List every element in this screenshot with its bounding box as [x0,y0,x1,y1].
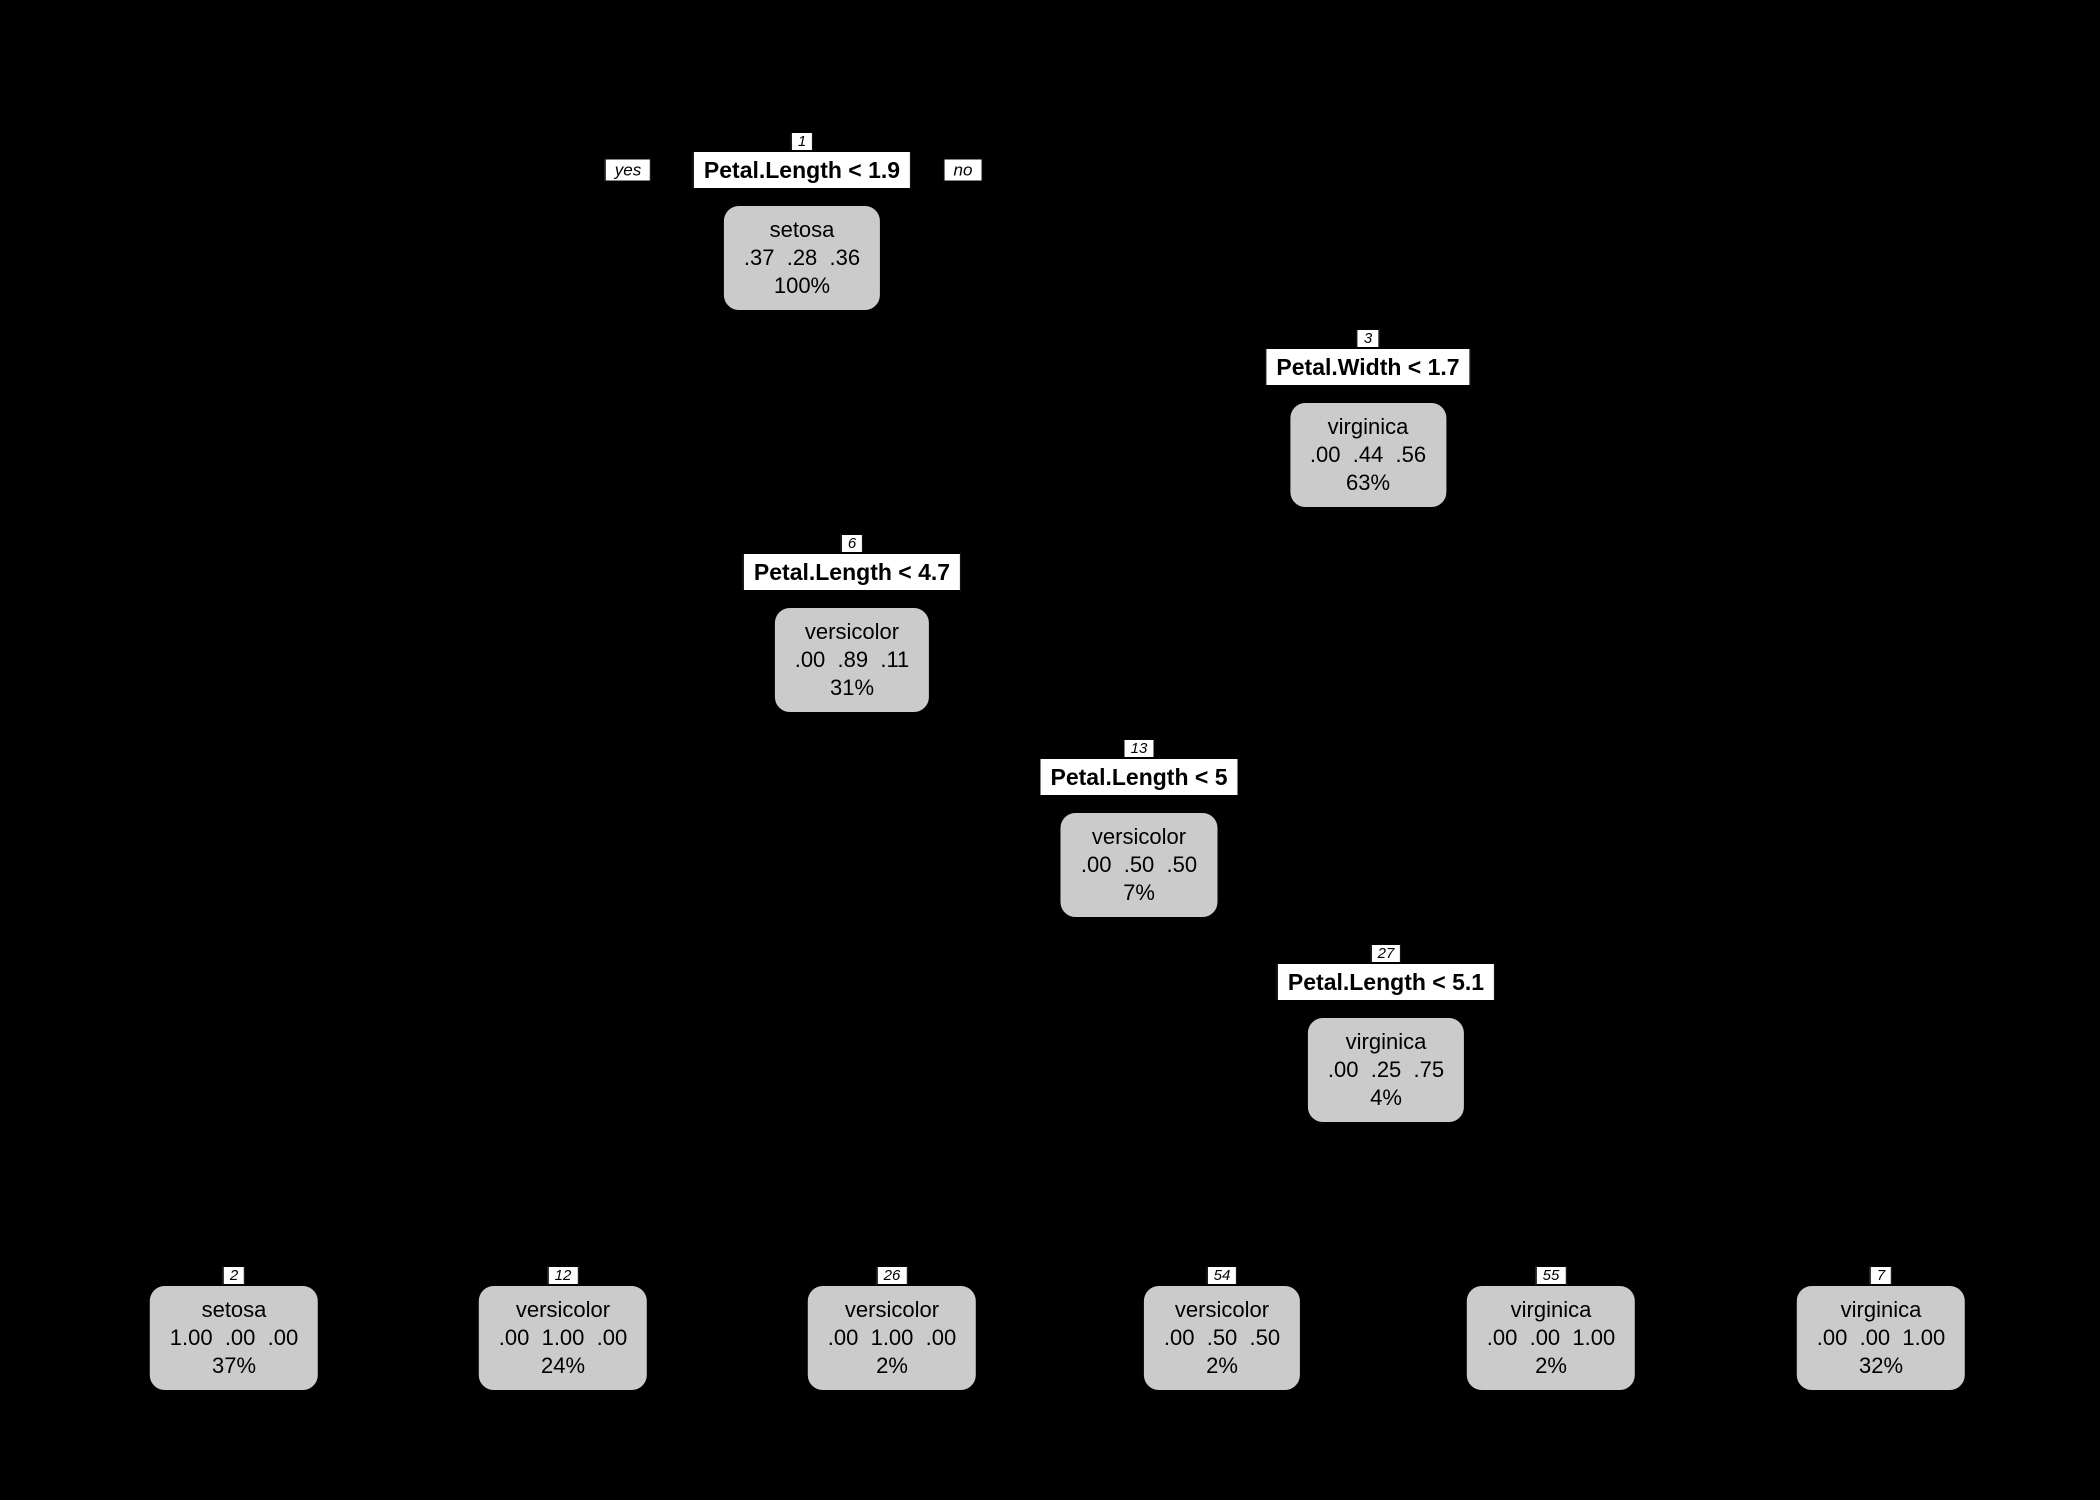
node-coverage: 63% [1345,470,1391,495]
edge-label-yes: yes [604,158,652,182]
node-class: versicolor [1174,1297,1270,1322]
node-stats: virginica .00 .44 .56 63% [1288,402,1448,508]
node-probabilities: .37 .28 .36 [743,245,861,270]
node-stats: virginica .00 .00 1.00 32% [1795,1285,1967,1391]
split-condition: Petal.Length < 5.1 [1276,963,1496,1001]
node-coverage: 2% [876,1353,908,1378]
node-probabilities: .00 .89 .11 [794,647,910,672]
node-probabilities: .00 .50 .50 [1080,852,1198,877]
node-class: virginica [1327,414,1409,439]
node-number: 55 [1535,1266,1567,1285]
node-number: 54 [1206,1266,1238,1285]
node-class: versicolor [1091,824,1187,849]
node-class: virginica [1510,1297,1592,1322]
node-probabilities: .00 .25 .75 [1327,1057,1445,1082]
tree-node-6: 6 Petal.Length < 4.7 versicolor .00 .89 … [742,534,962,713]
node-class: virginica [1840,1297,1922,1322]
node-coverage: 24% [540,1353,586,1378]
tree-leaf-26: 26 versicolor .00 1.00 .00 2% [806,1266,978,1391]
node-class: versicolor [804,619,900,644]
node-class: versicolor [844,1297,940,1322]
edge-label-no: no [943,158,983,182]
node-probabilities: 1.00 .00 .00 [169,1325,299,1350]
tree-leaf-12: 12 versicolor .00 1.00 .00 24% [477,1266,649,1391]
node-probabilities: .00 .00 1.00 [1486,1325,1616,1350]
node-number: 13 [1123,739,1155,758]
node-probabilities: .00 1.00 .00 [498,1325,628,1350]
node-probabilities: .00 .00 1.00 [1816,1325,1946,1350]
node-stats: versicolor .00 .50 .50 7% [1059,812,1219,918]
node-coverage: 2% [1206,1353,1238,1378]
node-class: virginica [1345,1029,1427,1054]
node-number: 7 [1869,1266,1893,1285]
node-coverage: 32% [1858,1353,1904,1378]
node-coverage: 2% [1535,1353,1567,1378]
tree-node-1: 1 Petal.Length < 1.9 setosa .37 .28 .36 … [692,132,912,311]
tree-node-3: 3 Petal.Width < 1.7 virginica .00 .44 .5… [1265,329,1471,508]
node-number: 27 [1370,944,1402,963]
node-coverage: 31% [829,675,875,700]
tree-node-27: 27 Petal.Length < 5.1 virginica .00 .25 … [1276,944,1496,1123]
node-coverage: 7% [1123,880,1155,905]
tree-leaf-55: 55 virginica .00 .00 1.00 2% [1465,1266,1637,1391]
node-number: 26 [876,1266,908,1285]
node-probabilities: .00 .50 .50 [1163,1325,1281,1350]
node-stats: versicolor .00 .50 .50 2% [1142,1285,1302,1391]
tree-node-13: 13 Petal.Length < 5 versicolor .00 .50 .… [1039,739,1239,918]
node-stats: versicolor .00 1.00 .00 24% [477,1285,649,1391]
tree-leaf-7: 7 virginica .00 .00 1.00 32% [1795,1266,1967,1391]
node-number: 1 [790,132,814,151]
split-condition: Petal.Length < 1.9 [692,151,912,189]
node-coverage: 4% [1370,1085,1402,1110]
node-stats: versicolor .00 1.00 .00 2% [806,1285,978,1391]
node-stats: setosa 1.00 .00 .00 37% [148,1285,320,1391]
node-probabilities: .00 .44 .56 [1309,442,1427,467]
node-stats: setosa .37 .28 .36 100% [722,205,882,311]
node-class: setosa [769,217,835,242]
tree-leaf-54: 54 versicolor .00 .50 .50 2% [1142,1266,1302,1391]
node-class: versicolor [515,1297,611,1322]
node-number: 6 [840,534,864,553]
node-probabilities: .00 1.00 .00 [827,1325,957,1350]
node-coverage: 100% [773,273,831,298]
node-class: setosa [201,1297,267,1322]
node-number: 12 [547,1266,579,1285]
split-condition: Petal.Width < 1.7 [1265,348,1471,386]
node-stats: virginica .00 .25 .75 4% [1306,1017,1466,1123]
node-stats: virginica .00 .00 1.00 2% [1465,1285,1637,1391]
node-stats: versicolor .00 .89 .11 31% [773,607,931,713]
tree-leaf-2: 2 setosa 1.00 .00 .00 37% [148,1266,320,1391]
node-number: 3 [1356,329,1380,348]
split-condition: Petal.Length < 5 [1039,758,1239,796]
node-number: 2 [222,1266,246,1285]
node-coverage: 37% [211,1353,257,1378]
split-condition: Petal.Length < 4.7 [742,553,962,591]
